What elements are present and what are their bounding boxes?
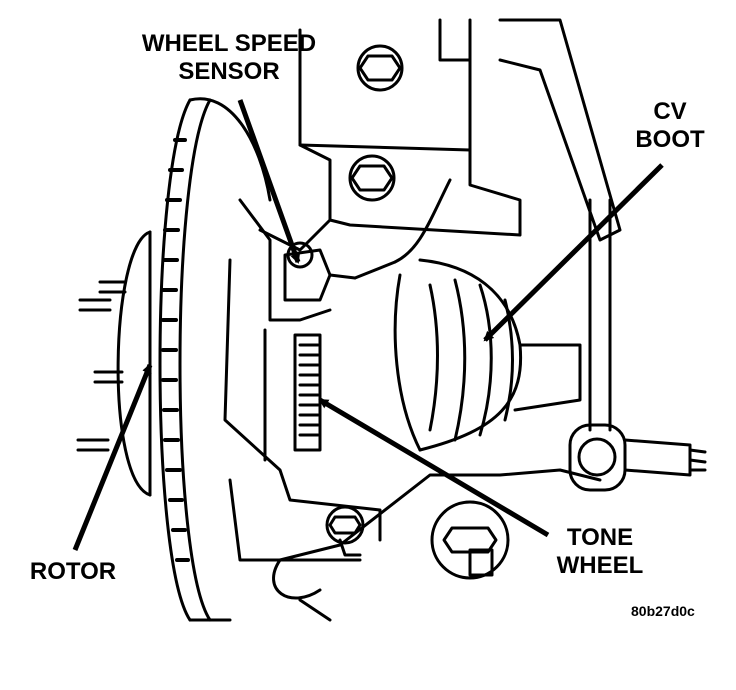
rotor-vent-slots [161,138,190,562]
rotor-disc [158,97,272,622]
sway-bar-link [568,198,707,492]
arrow-tone-wheel [318,397,550,538]
label-tone-wheel-line1: TONE [566,524,634,551]
leader-arrows [72,99,664,551]
tone-wheel [293,333,322,452]
label-wheel-speed-sensor: WHEEL SPEED SENSOR [120,30,338,86]
label-wheel-speed-sensor-line2: SENSOR [178,58,280,85]
arrow-rotor [72,363,153,551]
arrow-cv-boot [483,163,664,342]
lower-control-arm [272,468,602,622]
label-cv-boot: CV BOOT [620,98,720,154]
label-cv-boot-line2: BOOT [635,126,705,153]
label-tone-wheel: TONE WHEEL [545,524,655,580]
wheel-speed-sensor [283,178,452,302]
figure-id: 80b27d0c [631,603,695,619]
label-tone-wheel-line2: WHEEL [556,552,644,579]
label-rotor: ROTOR [29,558,117,585]
bracket-bolts [348,44,404,202]
label-cv-boot-line1: CV [653,98,687,125]
cv-boot [393,258,582,452]
label-wheel-speed-sensor-line1: WHEEL SPEED [141,30,317,57]
arrow-wheel-speed-sensor [237,99,301,264]
